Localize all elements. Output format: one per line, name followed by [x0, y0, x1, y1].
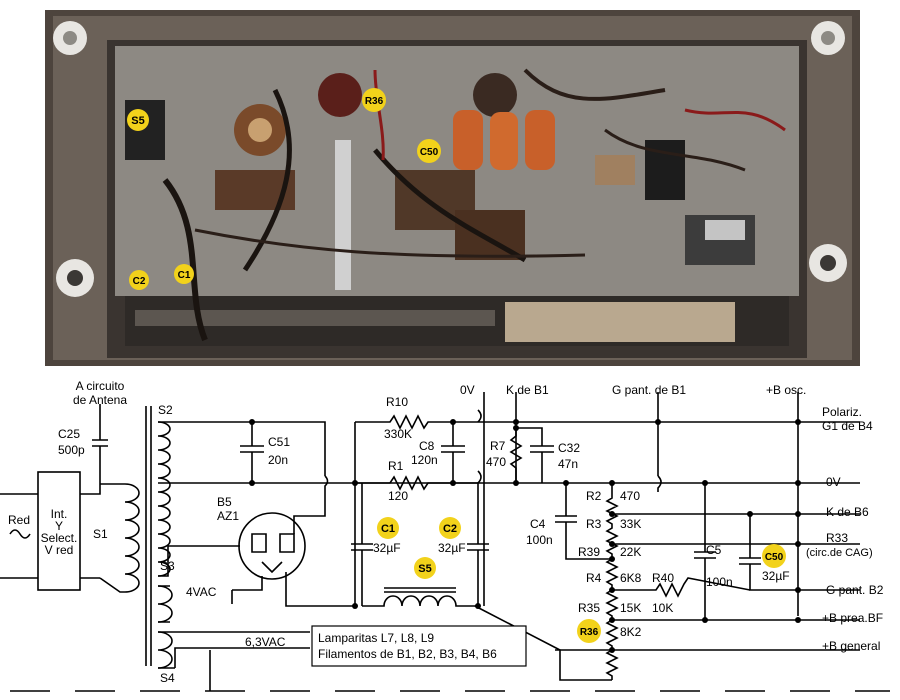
- right-label-cag: (circ.de CAG): [806, 547, 873, 559]
- badge-c50: [762, 544, 786, 568]
- photo-badge-r36: R36: [362, 88, 386, 112]
- chassis-photo: S5 R36 C50 C1 C2: [45, 10, 860, 366]
- r40-value: 10K: [652, 601, 673, 615]
- r10-name: R10: [386, 395, 408, 409]
- c1-name: C1: [381, 523, 395, 535]
- svg-text:C2: C2: [133, 276, 146, 287]
- c1-value: 32µF: [373, 541, 401, 555]
- r40-name: R40: [652, 571, 674, 585]
- c32-value: 47n: [558, 457, 578, 471]
- svg-text:S5: S5: [131, 115, 144, 127]
- c2-value: 32µF: [438, 541, 466, 555]
- r2-name: R2: [586, 489, 602, 503]
- badge-s5: [414, 557, 436, 579]
- r35-name: R35: [578, 601, 600, 615]
- antenna-label-1: A circuito: [76, 379, 125, 393]
- svg-text:C50: C50: [420, 147, 439, 158]
- svg-text:C1: C1: [178, 270, 191, 281]
- s1-label: S1: [93, 527, 108, 541]
- c4-name: C4: [530, 517, 546, 531]
- switch-label-1: Int.: [51, 507, 68, 521]
- r10-value: 330K: [384, 427, 412, 441]
- mains-switch-box: [37, 471, 81, 591]
- photo-badge-c2: C2: [129, 270, 149, 290]
- c8-value: 120n: [411, 453, 438, 467]
- top-label-g-b1: G pant. de B1: [612, 383, 686, 397]
- c5-name: C5: [706, 543, 722, 557]
- c25-name: C25: [58, 427, 80, 441]
- c50-value: 32µF: [762, 569, 790, 583]
- lamps-line-2: Filamentos de B1, B2, B3, B4, B6: [318, 647, 497, 661]
- r39-value: 22K: [620, 545, 641, 559]
- r2-value: 470: [620, 489, 640, 503]
- c25-value: 500p: [58, 443, 85, 457]
- r3-name: R3: [586, 517, 602, 531]
- switch-label-3: Select.: [41, 531, 78, 545]
- c8-name: C8: [419, 439, 435, 453]
- badge-r36: [577, 619, 601, 643]
- r4-value: 6K8: [620, 571, 642, 585]
- antenna-label-2: de Antena: [73, 393, 127, 407]
- corner-nut: [811, 21, 845, 55]
- s2-label: S2: [158, 403, 173, 417]
- corner-nut: [56, 259, 94, 297]
- b5-type: AZ1: [217, 509, 239, 523]
- badge-c2: [439, 517, 461, 539]
- schematic: A circuito de Antena C25 500p Red Int. Y…: [0, 379, 890, 692]
- lamps-line-1: Lamparitas L7, L8, L9: [318, 631, 434, 645]
- r4-name: R4: [586, 571, 602, 585]
- right-label-g-b2: G pant. B2: [826, 583, 884, 597]
- right-label-polariz-1: Polariz.: [822, 405, 862, 419]
- right-label-b-general: +B general: [822, 639, 880, 653]
- s4-label: S4: [160, 671, 175, 685]
- s5-label: S5: [418, 563, 431, 575]
- corner-nut: [809, 244, 847, 282]
- r7-name: R7: [490, 439, 506, 453]
- switch-label-4: V red: [45, 543, 74, 557]
- s3-voltage: 4VAC: [186, 585, 217, 599]
- right-label-k-b6: K de B6: [826, 505, 869, 519]
- mains-label: Red: [8, 513, 30, 527]
- r36-name: R36: [580, 627, 599, 638]
- top-label-k-b1: K de B1: [506, 383, 549, 397]
- badge-c1: [377, 517, 399, 539]
- c50-name: C50: [765, 552, 784, 563]
- svg-text:R36: R36: [365, 96, 384, 107]
- r3-value: 33K: [620, 517, 641, 531]
- photo-badge-s5: S5: [127, 109, 149, 131]
- r1-value: 120: [388, 489, 408, 503]
- right-label-b-prea: +B prea.BF: [822, 611, 883, 625]
- c32-name: C32: [558, 441, 580, 455]
- r1-name: R1: [388, 459, 404, 473]
- b5-name: B5: [217, 495, 232, 509]
- photo-badge-c1: C1: [174, 264, 194, 284]
- right-label-polariz-2: G1 de B4: [822, 419, 873, 433]
- c5-value: 100n: [706, 575, 733, 589]
- top-label-b-osc: +B osc.: [766, 383, 806, 397]
- photo-badge-c50: C50: [417, 139, 441, 163]
- corner-nut: [53, 21, 87, 55]
- s4-voltage: 6,3VAC: [245, 635, 286, 649]
- c4-value: 100n: [526, 533, 553, 547]
- r36-value: 8K2: [620, 625, 642, 639]
- r7-value: 470: [486, 455, 506, 469]
- lamps-box: [311, 625, 527, 667]
- c2-name: C2: [443, 523, 457, 535]
- switch-label-2: Y: [55, 519, 63, 533]
- top-label-0v: 0V: [460, 383, 475, 397]
- c51-name: C51: [268, 435, 290, 449]
- s3-label: S3: [160, 559, 175, 573]
- right-label-0v: 0V: [826, 475, 841, 489]
- right-label-r33: R33: [826, 531, 848, 545]
- r35-value: 15K: [620, 601, 641, 615]
- r39-name: R39: [578, 545, 600, 559]
- c51-value: 20n: [268, 453, 288, 467]
